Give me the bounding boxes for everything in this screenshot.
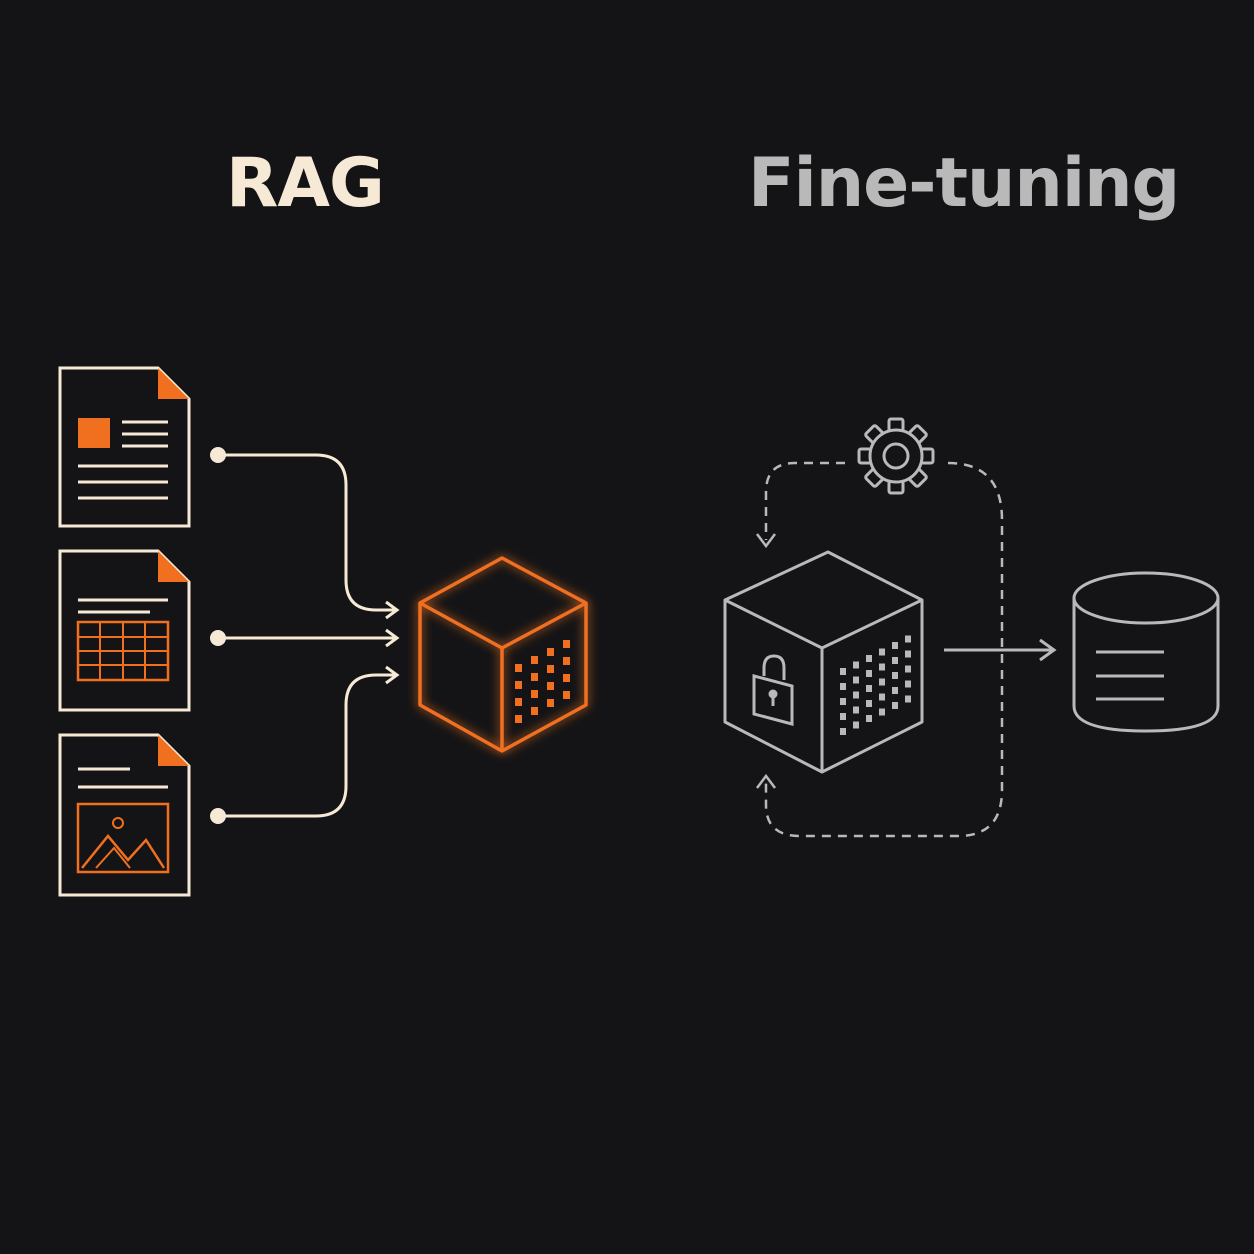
cube-dot [531, 707, 538, 715]
lock-icon [752, 654, 794, 726]
cube-dot [840, 683, 846, 690]
cube-dot [853, 661, 859, 669]
cube-dot [840, 728, 846, 735]
cube-dot [547, 682, 554, 690]
cube-dot [563, 657, 570, 665]
cube-dot [892, 642, 898, 649]
cube-dot [515, 681, 522, 689]
gear-icon [857, 417, 935, 495]
cube-dot [866, 715, 872, 722]
cube-dot [853, 721, 859, 729]
connector-dot [210, 630, 226, 646]
cube-dot [879, 708, 885, 716]
cube-dot [531, 673, 538, 681]
cube-dot [563, 674, 570, 682]
cube-dot [515, 698, 522, 706]
cube-dot [515, 664, 522, 672]
cube-dot [879, 693, 885, 701]
cube-dot [866, 670, 872, 677]
cube-dot [853, 676, 859, 684]
training-loop [764, 461, 1004, 838]
connector-dot [210, 447, 226, 463]
image-document-icon [58, 733, 191, 897]
rag-connectors [218, 453, 400, 818]
output-arrow [944, 638, 1057, 662]
cube-dot [905, 635, 911, 643]
fine-tuning-title: Fine-tuning [748, 144, 1180, 223]
connector-dot [210, 808, 226, 824]
cube-dot-grid [515, 640, 570, 723]
cube-dot [866, 700, 872, 707]
cube-dot [840, 698, 846, 705]
cube-dot [515, 715, 522, 723]
rag-title: RAG [226, 144, 385, 223]
cube-dot [840, 713, 846, 720]
cube-dot [879, 663, 885, 671]
cube-dot [866, 685, 872, 692]
cube-dot [563, 691, 570, 699]
cube-dot [879, 678, 885, 686]
cube-dot [879, 648, 885, 656]
cube-dot [547, 665, 554, 673]
text-document-icon [58, 366, 191, 528]
cube-dot [905, 680, 911, 688]
cube-dot [531, 690, 538, 698]
cube-dot [547, 648, 554, 656]
cube-dot [892, 657, 898, 664]
cube-dot [892, 702, 898, 709]
spreadsheet-document-icon [58, 549, 191, 712]
glowing-cube-icon [418, 556, 588, 753]
cube-dot [853, 691, 859, 699]
database-icon [1072, 571, 1220, 733]
cube-dot [547, 699, 554, 707]
cube-dot [905, 665, 911, 673]
cube-dot [892, 687, 898, 694]
cube-dot [905, 650, 911, 658]
cube-dot [531, 656, 538, 664]
cube-dot [840, 668, 846, 675]
loop-arrowheads [756, 533, 776, 789]
cube-dot [905, 695, 911, 703]
locked-cube-icon [723, 550, 924, 774]
cube-dot-grid [840, 635, 911, 735]
cube-dot [866, 655, 872, 662]
cube-dot [853, 706, 859, 714]
cube-dot [892, 672, 898, 679]
cube-dot [563, 640, 570, 648]
